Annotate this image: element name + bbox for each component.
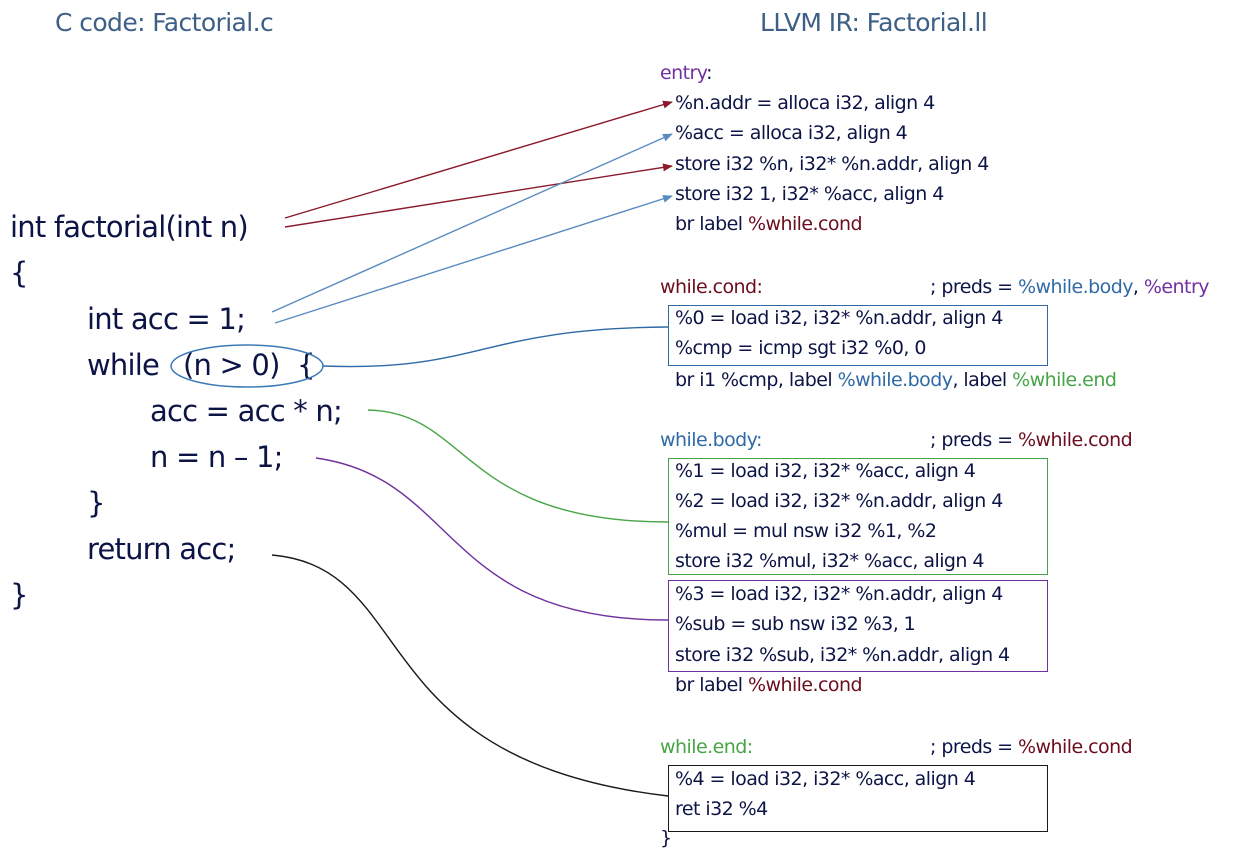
c-while-close-brace: }: [87, 486, 105, 520]
ir-body-store-sub: store i32 %sub, i32* %n.addr, align 4: [675, 644, 1010, 666]
llvm-ir-heading: LLVM IR: Factorial.ll: [760, 8, 988, 37]
arrow-acc-to-store-acc: [274, 194, 673, 324]
while-cond-box: [668, 305, 1048, 366]
ir-entry-label: entry:: [660, 61, 713, 85]
cond-preds-prefix: ; preds =: [930, 276, 1019, 298]
while-end-box: [668, 765, 1048, 832]
c-return-statement: return acc;: [87, 532, 236, 566]
body-preds-prefix: ; preds =: [930, 429, 1019, 451]
end-pred-while-cond: %while.cond: [1018, 736, 1133, 758]
body-pred-while-cond: %while.cond: [1018, 429, 1133, 451]
while-body-sub-box: [668, 580, 1048, 672]
c-n-decrement: n = n – 1;: [150, 440, 283, 474]
cond-br-while-end: %while.end: [1012, 369, 1117, 391]
condition-highlight-ellipse: [170, 344, 324, 388]
ir-while-cond-label: while.cond:: [660, 276, 763, 298]
entry-br-target: %while.cond: [747, 213, 863, 235]
ir-body-mul: %mul = mul nsw i32 %1, %2: [675, 520, 937, 542]
ir-end-ret: ret i32 %4: [675, 798, 768, 820]
c-code-heading: C code: Factorial.c: [55, 8, 274, 37]
ir-entry-alloca-acc: %acc = alloca i32, align 4: [675, 122, 908, 144]
ir-entry-branch: br label %while.cond: [675, 212, 863, 236]
ir-body-load-n: %2 = load i32, i32* %n.addr, align 4: [675, 490, 1003, 512]
cond-pred-while-body: %while.body: [1018, 276, 1133, 298]
cond-pred-entry: %entry: [1143, 276, 1210, 298]
curve-return-to-end-box: [271, 554, 669, 797]
curve-multiply-to-mul-box: [367, 409, 669, 523]
curve-decrement-to-sub-box: [315, 457, 669, 621]
cond-br-prefix: br i1 %cmp, label: [675, 369, 838, 391]
ir-while-body-label: while.body:: [660, 429, 762, 451]
ir-close-brace: }: [660, 827, 672, 849]
c-while-condition: (n > 0): [183, 348, 280, 382]
ir-body-store-mul: store i32 %mul, i32* %acc, align 4: [675, 550, 985, 572]
ir-entry-store-n: store i32 %n, i32* %n.addr, align 4: [675, 153, 989, 175]
entry-label-text: entry: [660, 62, 707, 84]
c-open-brace: {: [10, 256, 28, 290]
ir-body-sub: %sub = sub nsw i32 %3, 1: [675, 613, 916, 635]
ir-cond-branch: br i1 %cmp, label %while.body, label %wh…: [675, 368, 1117, 392]
ir-end-load-acc: %4 = load i32, i32* %acc, align 4: [675, 768, 976, 790]
ir-entry-store-acc: store i32 1, i32* %acc, align 4: [675, 183, 944, 205]
ir-while-cond-preds: ; preds = %while.body, %entry: [930, 275, 1209, 299]
ir-cond-load: %0 = load i32, i32* %n.addr, align 4: [675, 307, 1003, 329]
curve-condition-to-cond-box: [322, 326, 669, 368]
ir-while-body-preds: ; preds = %while.cond: [930, 428, 1133, 452]
c-acc-declaration: int acc = 1;: [87, 302, 246, 336]
ir-body-load-acc: %1 = load i32, i32* %acc, align 4: [675, 460, 976, 482]
cond-br-while-body: %while.body: [837, 369, 953, 391]
ir-while-end-label: while.end:: [660, 736, 753, 758]
end-preds-prefix: ; preds =: [930, 736, 1019, 758]
arrow-param-to-store-n: [284, 163, 673, 228]
entry-br-prefix: br label: [675, 213, 748, 235]
body-br-prefix: br label: [675, 674, 748, 696]
ir-body-load-n2: %3 = load i32, i32* %n.addr, align 4: [675, 583, 1003, 605]
ir-entry-alloca-n: %n.addr = alloca i32, align 4: [675, 92, 935, 114]
arrow-param-to-alloca-n: [284, 100, 673, 219]
entry-label-colon: :: [706, 62, 712, 84]
cond-br-mid: , label: [952, 369, 1013, 391]
arrow-acc-to-alloca-acc: [271, 133, 673, 313]
c-function-signature: int factorial(int n): [10, 210, 249, 244]
while-body-mul-box: [668, 458, 1048, 575]
c-acc-multiply: acc = acc * n;: [150, 394, 343, 428]
c-while-keyword: while: [87, 348, 160, 382]
body-br-target: %while.cond: [747, 674, 863, 696]
ir-cond-icmp: %cmp = icmp sgt i32 %0, 0: [675, 337, 926, 359]
ir-while-end-preds: ; preds = %while.cond: [930, 735, 1133, 759]
ir-body-branch: br label %while.cond: [675, 673, 863, 697]
cond-pred-sep: ,: [1132, 276, 1144, 298]
c-close-brace: }: [10, 578, 28, 612]
c-while-open-brace: {: [297, 348, 315, 382]
